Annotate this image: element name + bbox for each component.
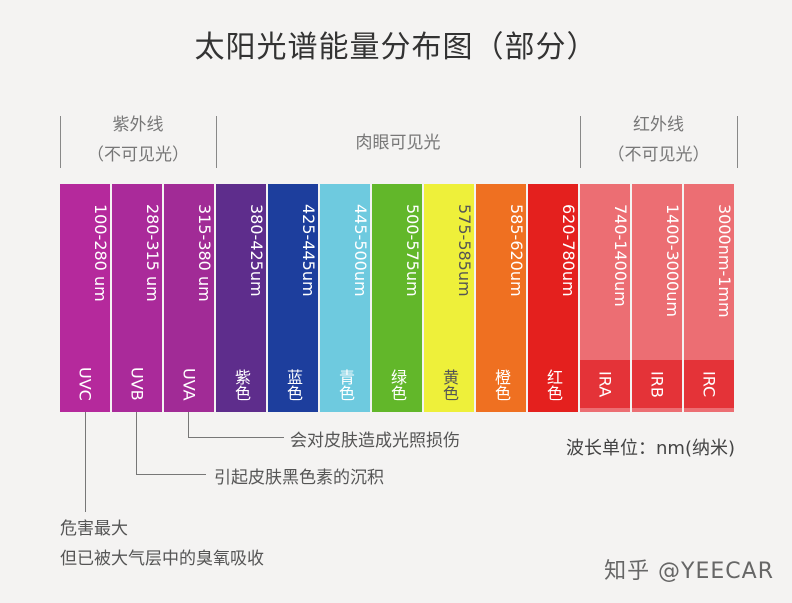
band-name: IRB xyxy=(632,360,682,408)
band-name: 红色 xyxy=(528,358,578,410)
band-name: IRC xyxy=(684,360,734,408)
band-wavelength: 425-445um xyxy=(299,204,318,297)
band-red: 620-780um 红色 xyxy=(528,184,578,412)
band-wavelength: 1400-3000um xyxy=(663,204,682,317)
band-wavelength: 500-575um xyxy=(403,204,422,297)
uvc-note-line1: 危害最大 xyxy=(60,519,128,539)
band-name: 绿色 xyxy=(372,358,422,410)
band-uva: 315-380 um UVA xyxy=(164,184,214,412)
band-green: 500-575um 绿色 xyxy=(372,184,422,412)
uvb-leader-horizontal xyxy=(136,474,206,475)
uvb-leader-vertical xyxy=(136,412,137,475)
band-name: 青色 xyxy=(320,358,370,410)
band-name: 紫色 xyxy=(216,358,266,410)
band-violet: 380-425um 紫色 xyxy=(216,184,266,412)
band-orange: 585-620um 橙色 xyxy=(476,184,526,412)
band-irc: 3000nm-1mm IRC xyxy=(684,184,734,412)
uv-label: 紫外线 xyxy=(112,115,164,135)
ir-left-divider xyxy=(580,116,581,168)
band-name: 黄色 xyxy=(424,358,474,410)
band-wavelength: 315-380 um xyxy=(195,204,214,302)
uvc-note-line2: 但已被大气层中的臭氧吸收 xyxy=(60,549,264,569)
band-irb: 1400-3000um IRB xyxy=(632,184,682,412)
uv-group-label: 紫外线 （不可见光） xyxy=(62,110,214,170)
band-wavelength: 445-500um xyxy=(351,204,370,297)
uvc-leader-vertical xyxy=(85,412,86,512)
ir-group-label: 红外线 （不可见光） xyxy=(582,110,735,170)
band-uvc: 100-280 um UVC xyxy=(60,184,110,412)
uva-note: 会对皮肤造成光照损伤 xyxy=(290,431,460,451)
band-wavelength: 620-780um xyxy=(559,204,578,297)
band-name: 橙色 xyxy=(476,358,526,410)
band-name: UVA xyxy=(164,360,214,408)
band-blue: 425-445um 蓝色 xyxy=(268,184,318,412)
band-wavelength: 3000nm-1mm xyxy=(715,204,734,318)
ir-sublabel: （不可见光） xyxy=(607,145,710,165)
uva-leader-horizontal xyxy=(188,437,284,438)
band-name: UVC xyxy=(60,360,110,408)
uvb-note: 引起皮肤黑色素的沉积 xyxy=(214,468,384,488)
band-wavelength: 575-585um xyxy=(455,204,474,297)
uv-sublabel: （不可见光） xyxy=(87,145,189,165)
band-wavelength: 740-1400um xyxy=(611,204,630,307)
band-yellow: 575-585um 黄色 xyxy=(424,184,474,412)
band-name: IRA xyxy=(580,360,630,408)
wavelength-unit: 波长单位：nm(纳米) xyxy=(566,438,735,459)
visible-label: 肉眼可见光 xyxy=(355,133,441,153)
band-ira: 740-1400um IRA xyxy=(580,184,630,412)
band-wavelength: 100-280 um xyxy=(91,204,110,302)
band-name: 蓝色 xyxy=(268,358,318,410)
watermark: 知乎 @YEECAR xyxy=(604,559,774,584)
ir-label: 红外线 xyxy=(633,115,684,135)
band-wavelength: 280-315 um xyxy=(143,204,162,302)
uv-left-divider xyxy=(60,116,61,168)
band-wavelength: 585-620um xyxy=(507,204,526,297)
band-name: UVB xyxy=(112,360,162,408)
uva-leader-vertical xyxy=(188,412,189,438)
band-cyan: 445-500um 青色 xyxy=(320,184,370,412)
page-title: 太阳光谱能量分布图（部分） xyxy=(194,30,598,65)
band-uvb: 280-315 um UVB xyxy=(112,184,162,412)
band-wavelength: 380-425um xyxy=(247,204,266,297)
ir-right-divider xyxy=(737,116,738,168)
uv-right-divider xyxy=(216,116,217,168)
visible-group-label: 肉眼可见光 xyxy=(218,128,578,158)
